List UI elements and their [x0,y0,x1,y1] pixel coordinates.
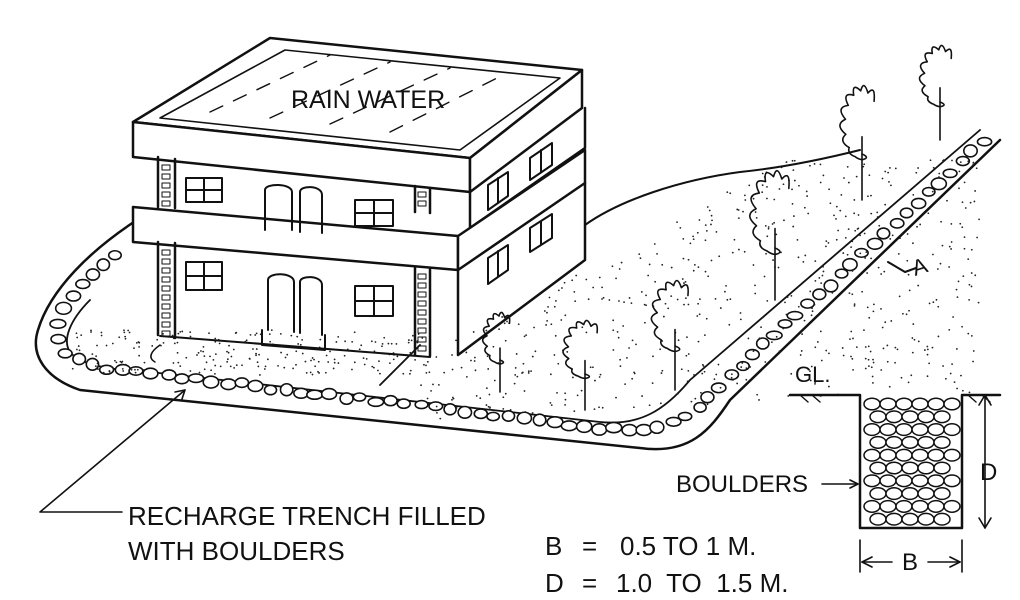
dimension-d-symbol: D [545,568,564,598]
ground-outline [34,129,1002,451]
trees [481,44,953,411]
roof-label: RAIN WATER [291,86,445,114]
dimension-b-value: 0.5 TO 1 M. [620,531,756,561]
dimension-d-equals: = [582,568,597,598]
boulders-label: BOULDERS [676,471,808,498]
trench-section [788,393,1002,573]
dimension-d-value: 1.0 TO 1.5 M. [616,568,788,598]
doors [261,184,326,351]
trench-caption-line2: WITH BOULDERS [128,536,345,566]
dimension-b-symbol: B [545,531,562,561]
section-marker-arrow [887,261,917,273]
dimension-b-equals: = [582,531,597,561]
breadth-label: B [902,549,918,576]
windows [185,142,553,317]
house [131,36,587,358]
ground-level-label: GL. [795,362,830,387]
boulder-chain [49,136,993,437]
roof-side [468,68,584,194]
lawn-texture [71,159,980,420]
section-marker-label: A [909,252,931,280]
depth-label: D [980,459,997,486]
trench-caption-line1: RECHARGE TRENCH FILLED [128,501,486,531]
trench-leader-line [39,389,186,513]
mound [584,149,861,226]
